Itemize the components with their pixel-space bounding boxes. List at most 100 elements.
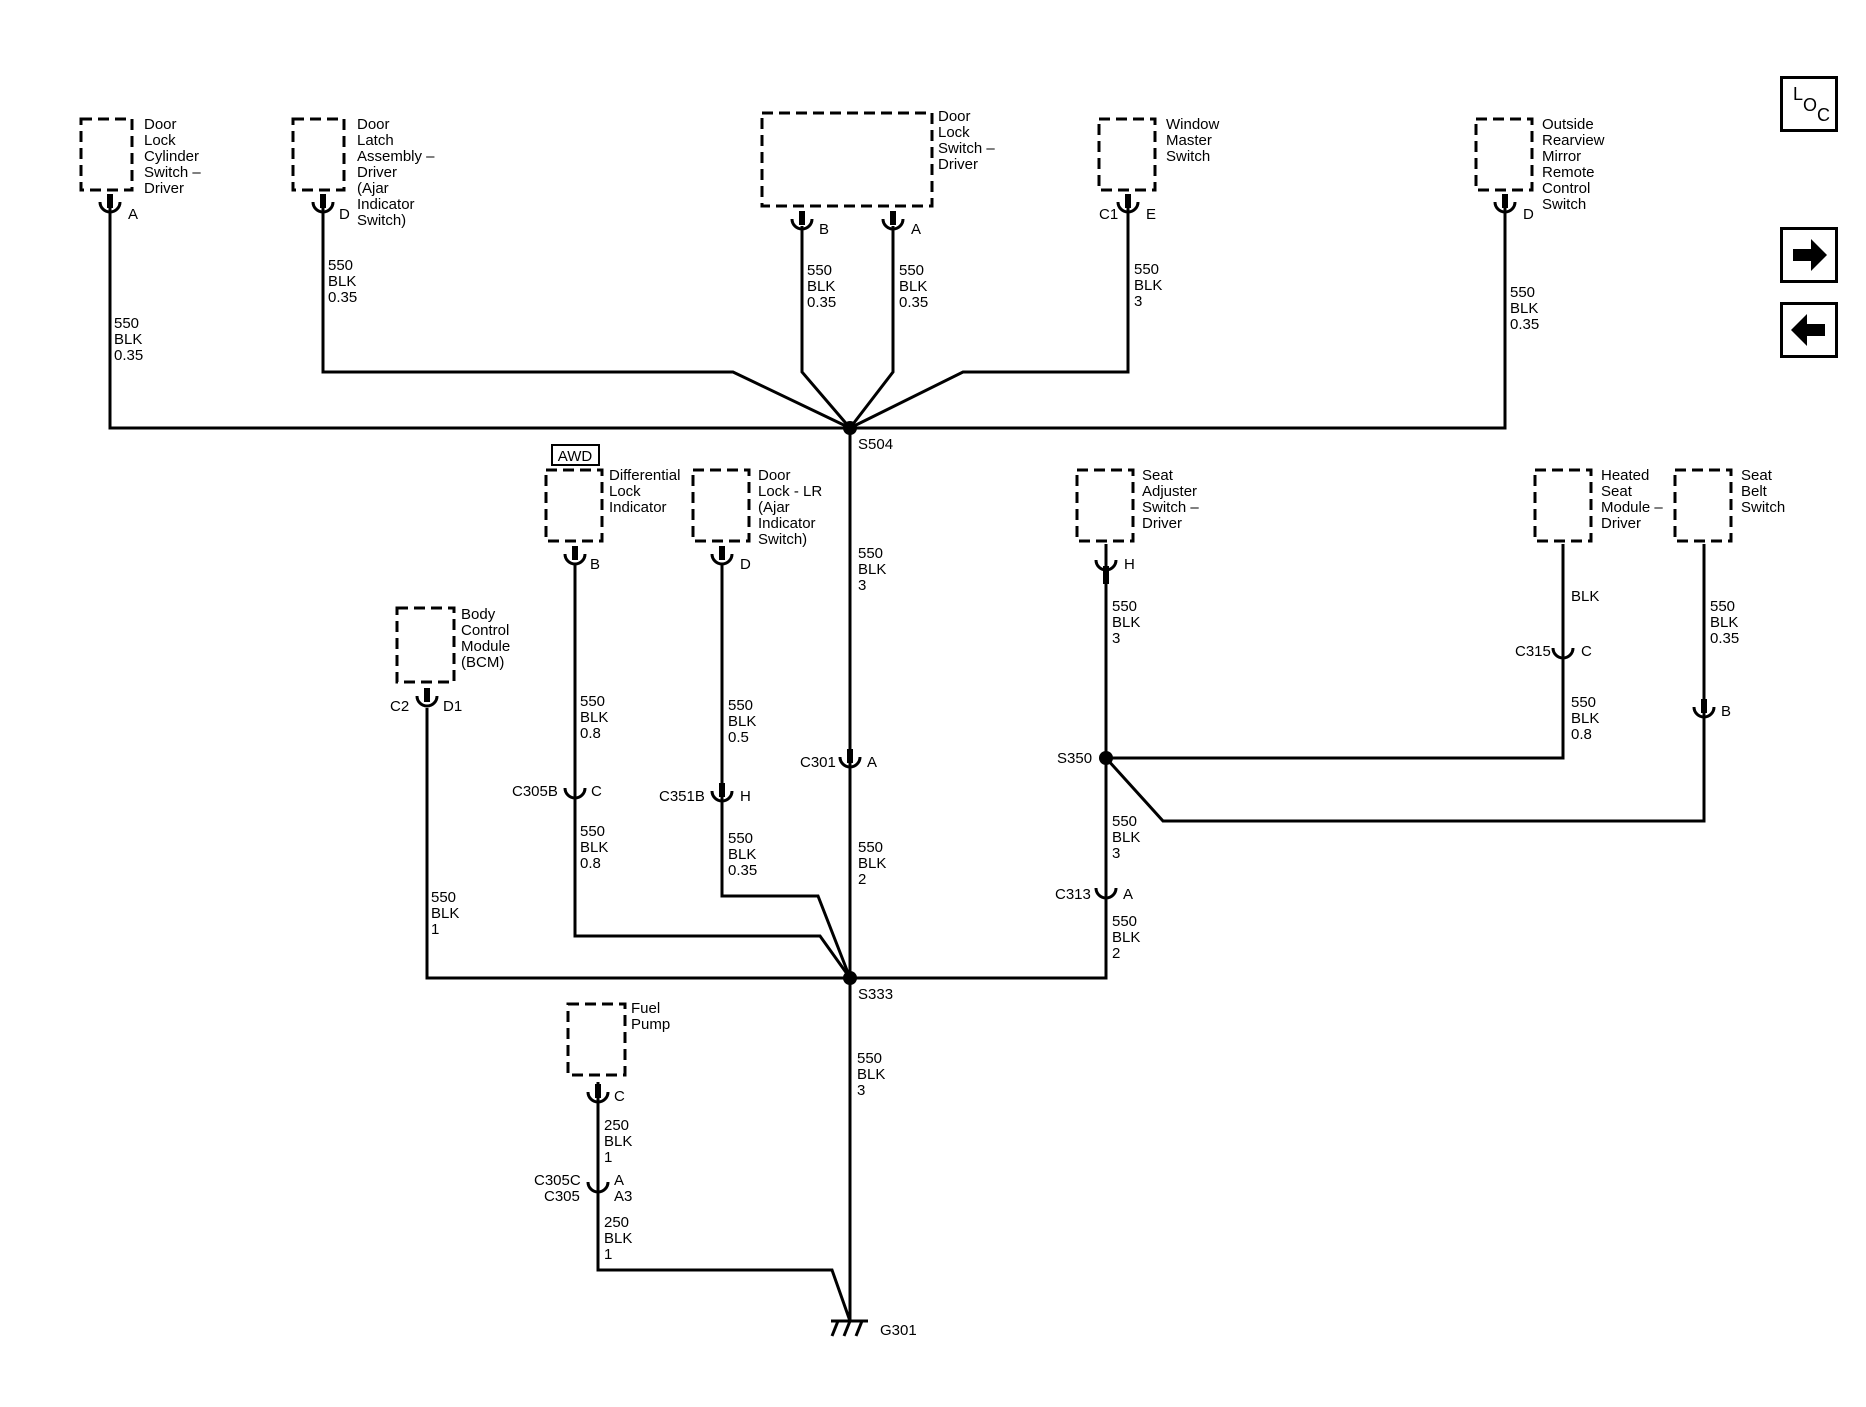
seat-belt-switch-label-line-2: Switch <box>1741 499 1785 516</box>
wire-label-diff-lower-line-2: 0.8 <box>580 855 601 872</box>
wire-label-lr-lower-line-2: 0.35 <box>728 862 757 879</box>
door-lock-lr-label-line-0: Door <box>758 467 791 484</box>
outside-mirror-switch-label-line-1: Rearview <box>1542 132 1605 149</box>
conn-c305c <box>586 1181 610 1194</box>
ground-hatch-2 <box>854 1320 864 1337</box>
wire-label-lr-upper-line-0: 550 <box>728 697 753 714</box>
wire-label-door-lock-switch-a-line-1: BLK <box>899 278 927 295</box>
location-button[interactable]: L O C <box>1780 76 1838 132</box>
wire-label-diff-lower-line-0: 550 <box>580 823 605 840</box>
wire-label-s504-c301-line-0: 550 <box>858 545 883 562</box>
conn-label-c305c-pin: A <box>614 1172 624 1189</box>
conn-c351b <box>710 783 734 803</box>
wire-label-heated-seat-upper-line-0: BLK <box>1571 588 1599 605</box>
bcm-label-line-1: Control <box>461 622 509 639</box>
pin-door-lock-lr <box>710 546 734 566</box>
pin-door-lock-cylinder <box>98 194 122 214</box>
wire-label-outside-mirror-line-2: 0.35 <box>1510 316 1539 333</box>
door-lock-cylinder-label-line-1: Lock <box>144 132 176 149</box>
pin-label-door-lock-switch-b: B <box>819 221 829 238</box>
wire-10 <box>1104 544 1706 823</box>
door-latch-assembly-label-line-5: Indicator <box>357 196 415 213</box>
wire-label-seat-belt-line-1: BLK <box>1710 614 1738 631</box>
wire-label-c301-s333-line-1: BLK <box>858 855 886 872</box>
previous-page-button[interactable] <box>1780 302 1838 358</box>
wire-label-seat-adjuster-line-0: 550 <box>1112 598 1137 615</box>
conn-label-c305b: C305B <box>512 783 558 800</box>
pin-door-lock-switch-b <box>790 211 814 231</box>
window-master-switch-label-line-1: Master <box>1166 132 1212 149</box>
pin-label-bcm-conn: C2 <box>390 698 409 715</box>
door-lock-switch-box <box>760 111 934 208</box>
seat-belt-switch-label-line-0: Seat <box>1741 467 1773 484</box>
door-lock-cylinder-label-line-0: Door <box>144 116 177 133</box>
window-master-switch-label-line-0: Window <box>1166 116 1220 133</box>
heated-seat-module-box <box>1533 468 1593 543</box>
heated-seat-module-label-line-0: Heated <box>1601 467 1649 484</box>
fuel-pump-label-line-0: Fuel <box>631 1000 660 1017</box>
wire-label-door-lock-switch-a-line-2: 0.35 <box>899 294 928 311</box>
pin-outside-mirror <box>1493 194 1517 214</box>
wire-label-door-lock-switch-b-line-2: 0.35 <box>807 294 836 311</box>
pin-label-window-master-pin: E <box>1146 206 1156 223</box>
wire-11 <box>596 1082 852 1322</box>
wire-label-c301-s333-line-0: 550 <box>858 839 883 856</box>
wire-label-fuel-pump-lower-line-0: 250 <box>604 1214 629 1231</box>
wire-label-door-lock-switch-b-line-0: 550 <box>807 262 832 279</box>
pin-label-door-latch: D <box>339 206 350 223</box>
seat-belt-switch-label-line-1: Belt <box>1741 483 1768 500</box>
outside-mirror-switch-label-line-2: Mirror <box>1542 148 1581 165</box>
door-lock-lr-box <box>691 468 751 543</box>
wire-label-outside-mirror-line-1: BLK <box>1510 300 1538 317</box>
wire-label-door-latch-line-0: 550 <box>328 257 353 274</box>
outside-mirror-switch-label-line-5: Switch <box>1542 196 1586 213</box>
heated-seat-module-label-line-2: Module – <box>1601 499 1663 516</box>
door-lock-switch-label-line-2: Switch – <box>938 140 995 157</box>
ground-symbol <box>830 1319 868 1337</box>
seat-adjuster-box <box>1075 468 1135 543</box>
ground-label: G301 <box>880 1322 917 1339</box>
awd-badge: AWD <box>558 448 593 465</box>
wire-label-diff-upper-line-1: BLK <box>580 709 608 726</box>
pin-label-door-lock-switch-a: A <box>911 221 921 238</box>
wire-label-lr-upper-line-1: BLK <box>728 713 756 730</box>
seat-adjuster-label-line-3: Driver <box>1142 515 1182 532</box>
conn-label-c351b: C351B <box>659 788 705 805</box>
pin-differential-lock <box>563 546 587 566</box>
wire-label-lr-lower-line-1: BLK <box>728 846 756 863</box>
heated-seat-module-label-line-3: Driver <box>1601 515 1641 532</box>
wire-label-fuel-pump-lower-line-2: 1 <box>604 1246 612 1263</box>
wire-label-s333-ground-line-1: BLK <box>857 1066 885 1083</box>
next-page-button[interactable] <box>1780 227 1838 283</box>
heated-seat-module-label-line-1: Seat <box>1601 483 1633 500</box>
wire-label-s350-c313-line-2: 3 <box>1112 845 1120 862</box>
seat-adjuster-label-line-0: Seat <box>1142 467 1174 484</box>
awd-badge-box <box>551 444 600 466</box>
pin-door-latch <box>311 194 335 214</box>
wire-7 <box>720 564 852 979</box>
wire-label-door-lock-switch-b-line-1: BLK <box>807 278 835 295</box>
window-master-switch-label-line-2: Switch <box>1166 148 1210 165</box>
wire-label-seat-adjuster-line-1: BLK <box>1112 614 1140 631</box>
door-latch-assembly-label-line-4: (Ajar <box>357 180 389 197</box>
s333-dot <box>843 971 857 985</box>
wire-label-s504-c301-line-2: 3 <box>858 577 866 594</box>
splice-label-s333: S333 <box>858 986 893 1003</box>
outside-mirror-switch-label-line-4: Control <box>1542 180 1590 197</box>
wire-label-door-lock-switch-a-line-0: 550 <box>899 262 924 279</box>
wire-3 <box>848 226 895 429</box>
splice-label-s350: S350 <box>1057 750 1092 767</box>
door-latch-assembly-label-line-1: Latch <box>357 132 394 149</box>
pin-label-door-lock-cylinder: A <box>128 206 138 223</box>
door-lock-switch-label-line-0: Door <box>938 108 971 125</box>
wire-label-door-lock-cylinder-line-2: 0.35 <box>114 347 143 364</box>
wire-label-window-master-line-1: BLK <box>1134 277 1162 294</box>
wire-label-door-latch-line-1: BLK <box>328 273 356 290</box>
seat-adjuster-label-line-1: Adjuster <box>1142 483 1197 500</box>
wire-label-c313-s333-line-0: 550 <box>1112 913 1137 930</box>
arrow-left-icon <box>1791 314 1825 346</box>
fuel-pump-label-line-1: Pump <box>631 1016 670 1033</box>
conn-label-c313: C313 <box>1055 886 1091 903</box>
